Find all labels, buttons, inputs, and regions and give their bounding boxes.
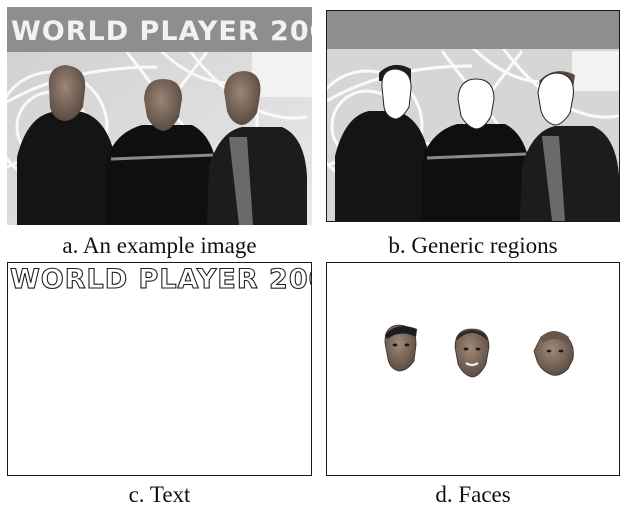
caption-example-image: a. An example image <box>62 233 257 258</box>
generic-regions-panel <box>326 10 620 222</box>
face-region-middle <box>457 78 495 130</box>
caption-text: c. Text <box>128 482 191 507</box>
caption-faces: d. Faces <box>435 482 511 507</box>
face-middle <box>454 328 490 378</box>
faces-panel <box>326 262 620 476</box>
banner <box>7 7 312 52</box>
banner-text: WORLD PLAYER 2002 <box>11 16 312 47</box>
banner-region <box>327 11 619 49</box>
text-panel: WORLD PLAYER 2002 <box>7 262 312 476</box>
face-right <box>533 331 574 376</box>
face-region-right <box>537 72 574 126</box>
text-extraction-image: WORLD PLAYER 2002 <box>8 263 311 475</box>
face-region-left <box>381 68 412 120</box>
generic-regions-image <box>327 11 619 221</box>
face-left <box>384 324 417 372</box>
caption-generic-regions: b. Generic regions <box>388 233 558 258</box>
example-image-panel: WORLD PLAYER 2002 <box>7 7 312 225</box>
faces-image <box>327 263 619 475</box>
extracted-text: WORLD PLAYER 2002 <box>10 264 311 295</box>
example-image: WORLD PLAYER 2002 <box>7 7 312 225</box>
